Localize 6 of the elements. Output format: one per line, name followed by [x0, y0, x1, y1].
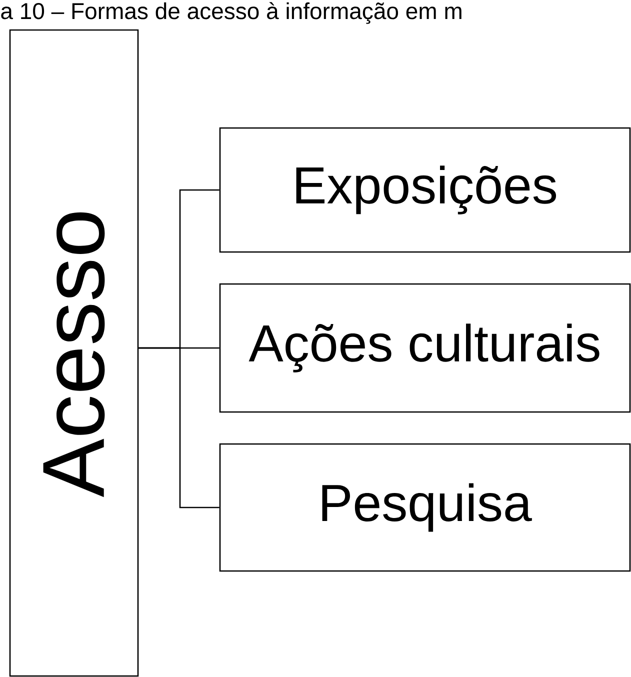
category-box: Acesso	[9, 29, 139, 677]
item-box: Pesquisa	[219, 443, 631, 572]
item-box: Exposições	[219, 127, 631, 253]
item-box: Ações culturais	[219, 283, 631, 413]
figure-title: a 10 – Formas de acesso à informação em m	[1, 2, 462, 24]
connector-line	[138, 347, 220, 508]
